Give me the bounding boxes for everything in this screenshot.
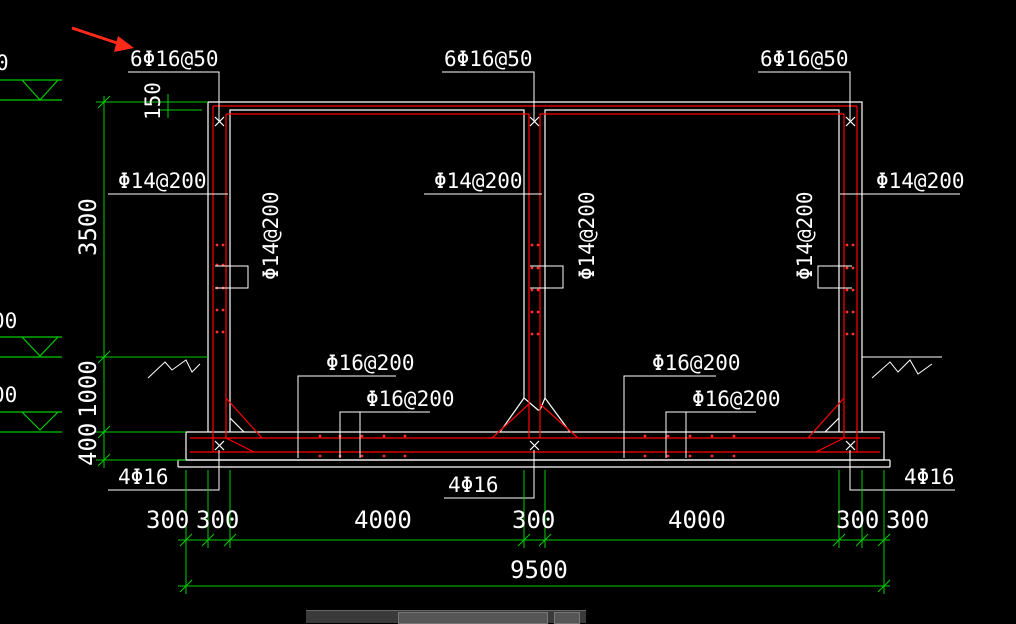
elevation-markers — [0, 79, 62, 433]
wall-vertical-label-right: Φ14@200 — [793, 191, 817, 280]
status-button[interactable] — [554, 612, 580, 624]
edge-text-3: 00 — [0, 383, 17, 407]
top-bar-label-center: 6Φ16@50 — [444, 47, 533, 71]
top-bar-label-right: 6Φ16@50 — [760, 47, 849, 71]
rebar-dots — [215, 243, 855, 458]
edge-text-1: 0 — [0, 51, 9, 75]
dim-total: 9500 — [510, 556, 568, 584]
dim-bottom-5: 4000 — [668, 506, 726, 534]
dim-bottom-2: 300 — [196, 506, 239, 534]
bottom-bar-label-left: 4Φ16 — [118, 465, 169, 489]
dim-bottom-1: 300 — [146, 506, 189, 534]
slab-label-2: Φ16@200 — [366, 387, 455, 411]
dim-bottom-4: 300 — [512, 506, 555, 534]
dim-3500: 3500 — [74, 198, 102, 256]
top-bar-label-left: 6Φ16@50 — [130, 47, 219, 71]
wall-vertical-label-center: Φ14@200 — [575, 191, 599, 280]
edge-text-2: 00 — [0, 309, 17, 333]
bottom-bar-label-right: 4Φ16 — [904, 465, 955, 489]
dim-1000: 1000 — [74, 360, 102, 418]
dim-bottom-3: 4000 — [354, 506, 412, 534]
wall-horizontal-label-center: Φ14@200 — [434, 169, 523, 193]
rebar-lines — [190, 105, 880, 453]
dim-150: 150 — [141, 82, 165, 120]
slab-label-3: Φ16@200 — [652, 351, 741, 375]
slab-label-1: Φ16@200 — [326, 351, 415, 375]
wall-horizontal-label-left: Φ14@200 — [118, 169, 207, 193]
dim-bottom-6: 300 — [836, 506, 879, 534]
wall-horizontal-label-right: Φ14@200 — [876, 169, 965, 193]
leader-lines — [108, 71, 960, 499]
dim-400: 400 — [74, 423, 102, 466]
red-arrow-icon — [71, 26, 134, 52]
dimension-lines — [96, 94, 891, 594]
status-tab[interactable] — [398, 612, 548, 624]
status-bar — [306, 610, 586, 624]
slab-label-4: Φ16@200 — [692, 387, 781, 411]
dim-bottom-7: 300 — [886, 506, 929, 534]
wall-vertical-label-left: Φ14@200 — [259, 191, 283, 280]
bottom-bar-label-center: 4Φ16 — [448, 473, 499, 497]
